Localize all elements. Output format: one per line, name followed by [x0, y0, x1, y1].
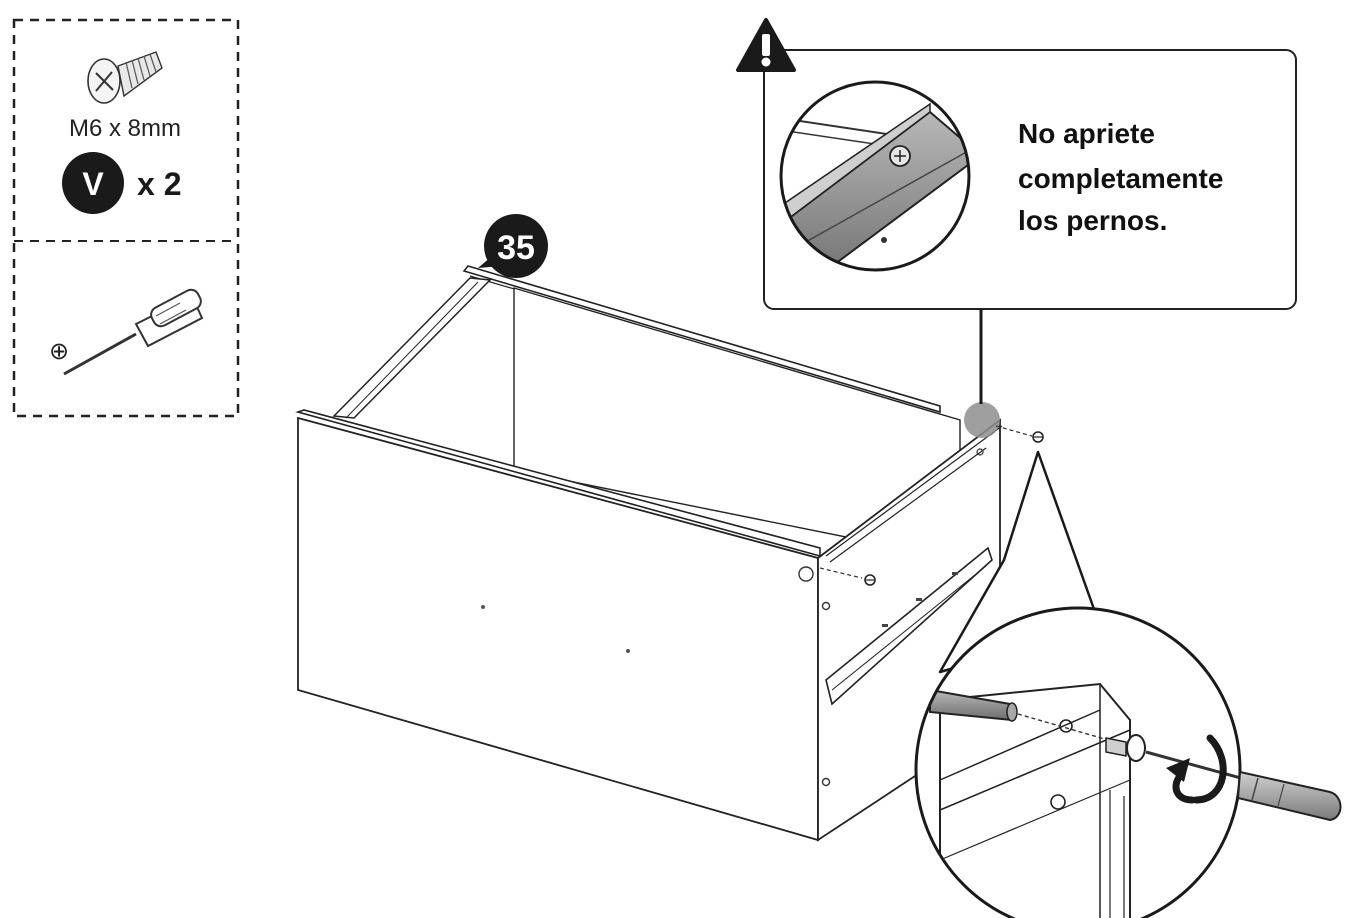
hardware-size-label: M6 x 8mm [69, 115, 181, 142]
detail-bolt-icon [1105, 734, 1146, 762]
part-letter: V [82, 166, 104, 202]
warning-callout: No apriete completamente los pernos. [736, 18, 1297, 404]
phillips-symbol: ⊕ [49, 338, 69, 365]
left-side-rail [332, 277, 492, 419]
rotation-arrow-icon [1166, 734, 1227, 804]
warning-line-1: No apriete [1018, 118, 1155, 149]
screw-icon [87, 51, 163, 104]
front-top-rail [295, 409, 821, 558]
phillips-screwdriver-icon [63, 288, 204, 376]
screw-back-icon [1032, 431, 1044, 443]
drawer-slide [825, 546, 993, 706]
detail-magnifier [914, 450, 1242, 918]
magnified-rail-view [779, 80, 971, 272]
hardware-box-border [12, 18, 240, 418]
magnified-screw-icon [889, 145, 911, 167]
warning-line-2: completamente [1018, 163, 1223, 194]
back-rail [462, 265, 941, 414]
warning-triangle-icon [736, 18, 796, 72]
screw-front-icon [864, 574, 876, 586]
detail-screwdriver-icon [1145, 750, 1240, 820]
hardware-box: M6 x 8mm V x 2 ⊕ [12, 18, 240, 418]
part-quantity: x 2 [137, 166, 181, 202]
attention-highlight [964, 402, 1000, 438]
part-letter-badge [62, 152, 124, 214]
screwdriver-handle [1236, 770, 1342, 822]
drawer-assembly [295, 265, 1044, 842]
step-number-badge [478, 214, 548, 278]
warning-line-3: los pernos. [1018, 205, 1167, 236]
step-number: 35 [497, 229, 535, 267]
